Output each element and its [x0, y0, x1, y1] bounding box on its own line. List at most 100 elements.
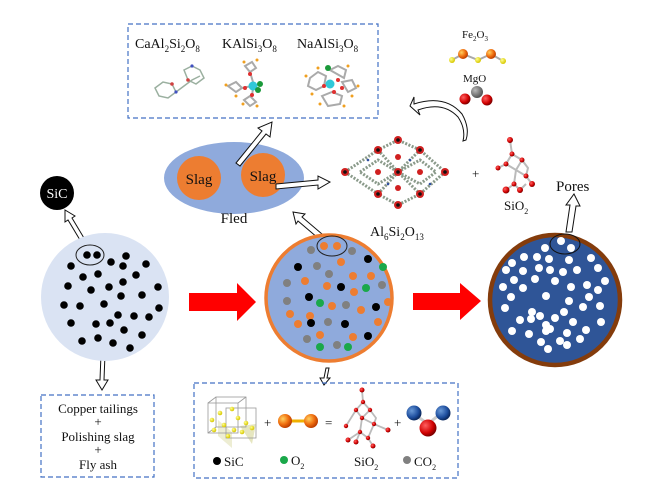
mgo-molecule-icon [459, 86, 493, 106]
orthoclase-molecule-icon [224, 58, 263, 108]
sic-particle [78, 337, 86, 345]
sic-particle [79, 273, 87, 281]
feldspar-phase: Slag Slag Fled [164, 142, 304, 227]
pore [597, 318, 605, 326]
mixed-particle [320, 242, 328, 250]
sic-particle [126, 344, 134, 352]
mixed-particle [364, 255, 372, 263]
pore [582, 326, 590, 334]
mixed-particle [328, 302, 336, 310]
raw-materials-box: Copper tailings + Polishing slag + Fly a… [40, 394, 155, 478]
pore [594, 264, 602, 272]
pore [528, 308, 536, 316]
mixed-particle [341, 320, 349, 328]
pore [560, 308, 568, 316]
sic-particle [145, 313, 153, 321]
sic-badge-label: SiC [46, 187, 67, 202]
sic-particle [94, 334, 102, 342]
pore [551, 277, 559, 285]
mixed-particle [349, 272, 357, 280]
sic-particle [109, 339, 117, 347]
dashed-frame [40, 394, 155, 478]
mixed-particle [348, 247, 356, 255]
pore [557, 237, 565, 245]
pore [535, 264, 543, 272]
pore [544, 345, 552, 353]
fe2o3-label: Fe2O3 [462, 29, 488, 43]
sic-particle [107, 258, 115, 266]
mixed-particle [307, 319, 315, 327]
sic-particle [92, 320, 100, 328]
raw-green-body [41, 233, 169, 361]
mixed-particle [316, 343, 324, 351]
slag-label-right: Slag [250, 169, 277, 185]
pore [519, 284, 527, 292]
sic-particle [154, 283, 162, 291]
mixed-particle [349, 333, 357, 341]
sic-particle [76, 302, 84, 310]
pore [567, 244, 575, 252]
legend-item-o2: O2 [280, 453, 304, 471]
feldspar-minerals-box: CaAl2Si2O8 KAlSi3O8 NaAlSi3O8 [127, 23, 379, 119]
pore [601, 277, 609, 285]
pores-label: Pores [556, 179, 589, 195]
pore [546, 266, 554, 274]
mineral-label-albite: NaAlSi3O8 [297, 37, 359, 54]
mixed-particle [374, 318, 382, 326]
mixed-particle [337, 258, 345, 266]
pore [520, 253, 528, 261]
mgo-label: MgO [463, 73, 486, 85]
albite-molecule-icon [304, 64, 360, 108]
sic-particle [83, 251, 91, 259]
sic-badge: SiC [40, 176, 74, 210]
arrow-raw-to-sic-icon [64, 209, 85, 241]
pore [531, 275, 539, 283]
plus-sign: + [94, 414, 101, 429]
pore [569, 318, 577, 326]
curved-arrow-icon [409, 96, 468, 142]
pore [576, 335, 584, 343]
sic-particle [138, 331, 146, 339]
pore [542, 327, 550, 335]
mixed-particle [307, 246, 315, 254]
mixed-particle [306, 312, 314, 320]
slag-particle-right [241, 153, 285, 197]
mixed-particle [325, 270, 333, 278]
mixed-particle [294, 263, 302, 271]
mixed-particle [333, 341, 341, 349]
mixed-particle [367, 272, 375, 280]
anorthite-molecule-icon [154, 64, 205, 99]
mixed-particle [324, 318, 332, 326]
mixed-particle [286, 310, 294, 318]
pore [541, 244, 549, 252]
mixed-particle [372, 303, 380, 311]
pore [567, 283, 575, 291]
mixed-particle [350, 288, 358, 296]
pore [573, 266, 581, 274]
fled-label: Fled [221, 211, 248, 227]
mixed-particle [357, 306, 365, 314]
legend-swatch-o2 [280, 456, 288, 464]
sic-particle [119, 278, 127, 286]
pore [501, 304, 509, 312]
mid-highlight-ellipse [316, 235, 348, 257]
plus-sign: + [264, 415, 271, 430]
pore [508, 259, 516, 267]
arrow-slag-to-mullite-icon [275, 175, 332, 190]
sic-particle [100, 300, 108, 308]
sic-particle [114, 311, 122, 319]
hollow-arrows [64, 121, 581, 391]
sic-particle [117, 292, 125, 300]
mineral-label-orthoclase: KAlSi3O8 [222, 37, 277, 54]
arrow-fled-to-minerals-icon [235, 121, 273, 167]
plus-sign: + [394, 415, 401, 430]
o2-molecule-icon [278, 414, 318, 428]
sic-particle [60, 301, 68, 309]
pore [499, 283, 507, 291]
pore [537, 338, 545, 346]
pore [533, 253, 541, 261]
mixed-particle [379, 263, 387, 271]
legend-item-sio2: SiO2 [354, 454, 378, 472]
pore [551, 314, 559, 322]
oxidation-reaction-box: + = + [193, 382, 459, 479]
